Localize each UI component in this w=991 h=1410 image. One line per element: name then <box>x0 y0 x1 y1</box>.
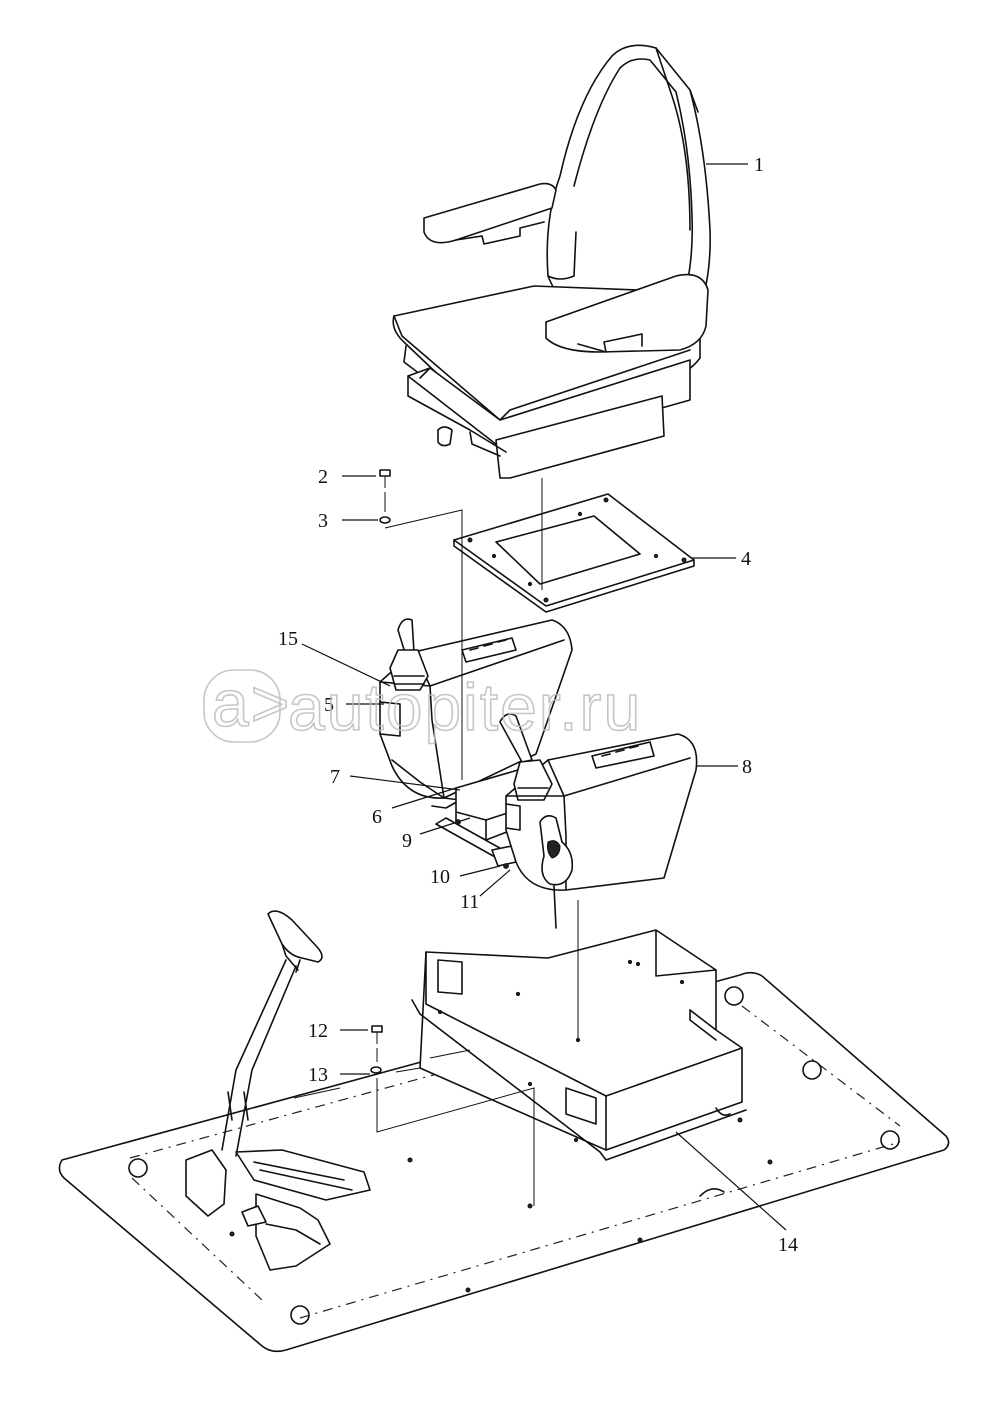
callout-9: 9 <box>402 830 412 852</box>
seat-base-box <box>411 929 747 1161</box>
callout-14: 14 <box>778 1234 798 1256</box>
callout-11: 11 <box>460 891 479 913</box>
pedal-assembly <box>185 910 371 1271</box>
operator-seat <box>392 44 711 479</box>
right-control-console <box>499 713 698 929</box>
callout-15: 15 <box>278 628 298 650</box>
callout-13: 13 <box>308 1064 328 1086</box>
callout-5: 5 <box>324 694 334 716</box>
callout-2: 2 <box>318 466 328 488</box>
callout-12: 12 <box>308 1020 328 1042</box>
watermark: a> autopiter.ru <box>203 665 642 745</box>
watermark-text: autopiter.ru <box>288 670 642 744</box>
callout-7: 7 <box>330 766 340 788</box>
watermark-logo-frame <box>203 669 281 743</box>
callout-labels: 1 2 3 4 5 6 7 8 9 10 11 12 13 14 15 <box>278 154 798 1256</box>
watermark-logo: a> <box>212 666 291 740</box>
callout-10: 10 <box>430 866 450 888</box>
callout-4: 4 <box>741 548 751 570</box>
leader-lines <box>301 163 787 1231</box>
callout-8: 8 <box>742 756 752 778</box>
seat-mount-plate <box>453 493 695 613</box>
fasteners <box>370 469 391 1074</box>
callout-6: 6 <box>372 806 382 828</box>
callout-3: 3 <box>318 510 328 532</box>
callout-1: 1 <box>754 154 764 176</box>
assembly-lines <box>293 478 579 1206</box>
